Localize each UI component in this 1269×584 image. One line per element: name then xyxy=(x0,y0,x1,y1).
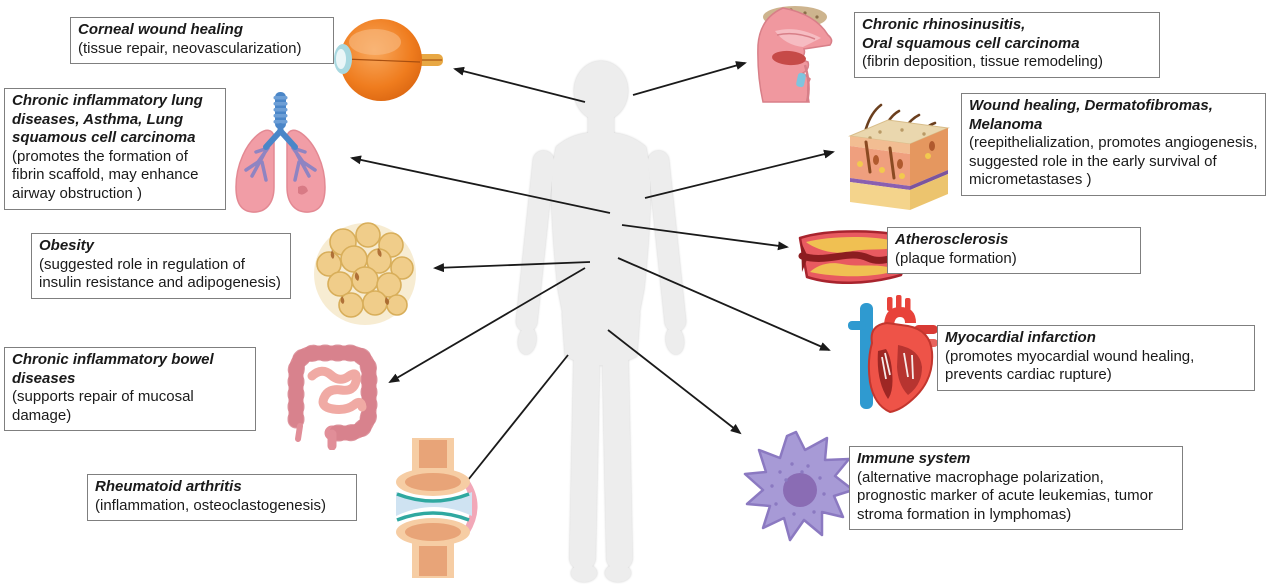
note-chronic-inflammatory-bowel-diseases: Chronic inflammatory bowel diseases (sup… xyxy=(4,347,256,432)
lungs-icon xyxy=(235,92,326,213)
note-title: Obesity xyxy=(39,237,95,254)
note-description: (alternative macrophage polarization, pr… xyxy=(857,468,1153,523)
note-description: (promotes myocardial wound healing, prev… xyxy=(945,347,1195,384)
note-myocardial-infarction: Myocardial infarction (promotes myocardi… xyxy=(937,325,1255,391)
note-description: (inflammation, osteoclastogenesis) xyxy=(95,496,326,514)
note-title: Atherosclerosis xyxy=(895,231,1009,248)
skin-cross-section-icon xyxy=(848,103,950,210)
note-description: (tissue repair, neovascularization) xyxy=(78,39,302,57)
note-corneal-wound-healing: Corneal wound healing (tissue repair, ne… xyxy=(70,17,334,65)
note-title: Chronic rhinosinusitis, xyxy=(862,16,1026,33)
note-description: (supports repair of mucosal damage) xyxy=(12,388,194,424)
note-title: Corneal wound healing xyxy=(78,21,244,38)
note-chronic-inflammatory-lung-diseases: Chronic inflammatory lung diseases, Asth… xyxy=(4,88,226,210)
note-chronic-rhinosinusitis: Chronic rhinosinusitis, Oral squamous ce… xyxy=(854,12,1160,78)
intestine-icon xyxy=(287,344,378,450)
adipose-tissue-icon xyxy=(314,222,416,325)
nasal-cavity-icon xyxy=(757,6,833,103)
note-title: Rheumatoid arthritis xyxy=(95,478,242,495)
note-wound-healing-dermatofibromas-melanoma: Wound healing, Dermatofibromas, Melanoma… xyxy=(961,93,1266,196)
note-rheumatoid-arthritis: Rheumatoid arthritis (inflammation, oste… xyxy=(87,474,357,522)
eye-icon xyxy=(334,19,443,101)
note-description: (plaque formation) xyxy=(895,249,1017,267)
note-description: (promotes the formation of fibrin scaffo… xyxy=(12,147,199,202)
note-title-line2: Oral squamous cell carcinoma xyxy=(862,34,1080,52)
note-title: Immune system xyxy=(857,450,971,467)
note-obesity: Obesity (suggested role in regulation of… xyxy=(31,233,291,299)
note-title: Wound healing, Dermatofibromas, xyxy=(969,97,1213,114)
heart-icon xyxy=(848,295,938,414)
note-description: (suggested role in regulation of insulin… xyxy=(39,255,281,292)
note-description: (reepithelialization, promotes angiogene… xyxy=(969,134,1258,189)
human-body-silhouette xyxy=(516,60,686,583)
note-description: (fibrin deposition, tissue remodeling) xyxy=(862,53,1103,71)
note-title-line2: Melanoma xyxy=(969,115,1043,133)
note-title: Chronic inflammatory bowel diseases xyxy=(12,351,214,387)
note-atherosclerosis: Atherosclerosis (plaque formation) xyxy=(887,227,1141,275)
note-title: Chronic inflammatory lung diseases, Asth… xyxy=(12,92,203,147)
note-title: Myocardial infarction xyxy=(945,329,1096,346)
macrophage-cell-icon xyxy=(743,430,854,542)
knee-joint-icon xyxy=(396,438,478,578)
note-immune-system: Immune system (alternative macrophage po… xyxy=(849,446,1183,531)
